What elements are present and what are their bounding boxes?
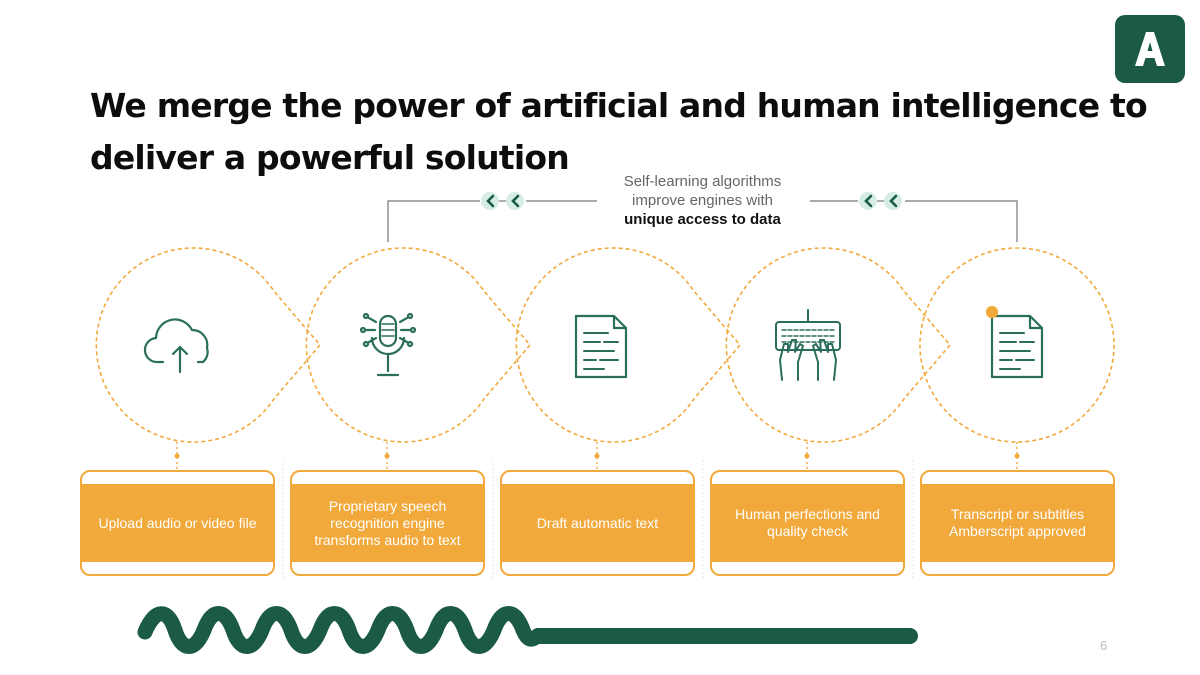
left-double-arrow-icon <box>859 192 902 210</box>
self-learning-callout: Self-learning algorithms improve engines… <box>585 172 820 229</box>
step-1-label: Upload audio or video file <box>82 484 273 562</box>
step-3-circle <box>515 247 742 443</box>
callout-line-3: unique access to data <box>624 211 781 228</box>
step-1-box: Upload audio or video file <box>80 470 275 576</box>
step-3-box: Draft automatic text <box>500 470 695 576</box>
step-2-circle <box>305 247 532 443</box>
left-double-arrow-icon <box>481 192 524 210</box>
step-4-circle <box>725 247 952 443</box>
cloud-upload-icon <box>143 318 209 374</box>
logo-a-icon <box>1135 32 1165 66</box>
page-number: 6 <box>1100 638 1108 653</box>
step-5-label: Transcript or subtitles Amberscript appr… <box>922 484 1113 562</box>
step-2-box: Proprietary speech recognition engine tr… <box>290 470 485 576</box>
step-5-box: Transcript or subtitles Amberscript appr… <box>920 470 1115 576</box>
wave-decoration <box>137 606 918 654</box>
step-3-label: Draft automatic text <box>502 484 693 562</box>
step-2-label: Proprietary speech recognition engine tr… <box>292 484 483 562</box>
keyboard-hands-icon <box>775 309 841 381</box>
callout-line-1: Self-learning algorithms <box>623 173 782 190</box>
callout-line-2: improve engines with <box>632 192 773 209</box>
amberscript-logo <box>1115 15 1185 83</box>
step-4-box: Human perfections and quality check <box>710 470 905 576</box>
page-title: We merge the power of artificial and hum… <box>90 86 1148 177</box>
step-1-circle <box>95 247 322 443</box>
step-4-label: Human perfections and quality check <box>712 484 903 562</box>
document-icon <box>574 314 628 379</box>
microphone-icon <box>359 312 417 377</box>
approved-document-icon <box>985 305 1044 379</box>
step-5-circle <box>919 247 1115 443</box>
